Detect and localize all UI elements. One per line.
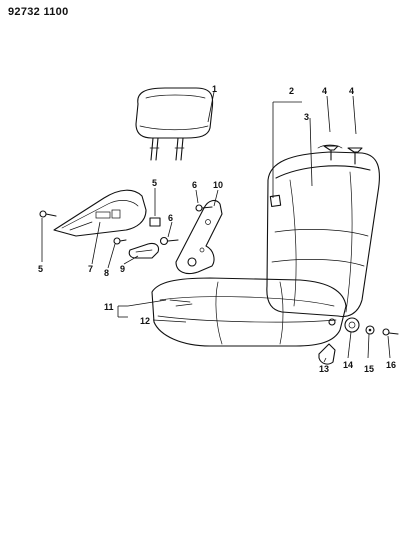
- bolt-part-6-lower: [159, 236, 179, 246]
- bolt-part-16: [382, 328, 399, 336]
- recliner-bracket: [175, 199, 223, 275]
- callout-7: 7: [88, 264, 93, 274]
- bolt-part-6-upper: [195, 204, 213, 212]
- screw-part-5-left: [39, 210, 57, 218]
- callout-10: 10: [213, 180, 223, 190]
- callout-14: 14: [343, 360, 353, 370]
- callout-1: 1: [212, 84, 217, 94]
- clip-part-4a: [323, 145, 339, 161]
- leader-lines: [41, 91, 391, 363]
- callout-12: 12: [140, 316, 150, 326]
- seat-back: [266, 144, 380, 318]
- callout-4-a: 4: [322, 86, 327, 96]
- callout-16: 16: [386, 360, 396, 370]
- callout-15: 15: [364, 364, 374, 374]
- callout-6-upper: 6: [192, 180, 197, 190]
- washer-part-15: [365, 325, 375, 335]
- callout-9: 9: [120, 264, 125, 274]
- callout-11: 11: [104, 302, 114, 312]
- callout-2: 2: [289, 86, 294, 96]
- cover-part-13: [318, 343, 336, 365]
- seat-cushion: [151, 277, 347, 347]
- callout-8: 8: [104, 268, 109, 278]
- diagram-code: 92732 1100: [8, 6, 69, 18]
- clip-part-4b: [347, 147, 363, 165]
- callout-5-upper: 5: [152, 178, 157, 188]
- callout-3: 3: [304, 112, 309, 122]
- side-cover: [53, 189, 147, 237]
- lever: [128, 242, 160, 259]
- screw-part-8: [113, 237, 127, 245]
- callout-4-b: 4: [349, 86, 354, 96]
- knob-part-14: [344, 317, 360, 333]
- headrest: [135, 87, 214, 161]
- callout-5-left: 5: [38, 264, 43, 274]
- callout-6-lower: 6: [168, 213, 173, 223]
- clip-part-5-right: [149, 217, 161, 227]
- callout-13: 13: [319, 364, 329, 374]
